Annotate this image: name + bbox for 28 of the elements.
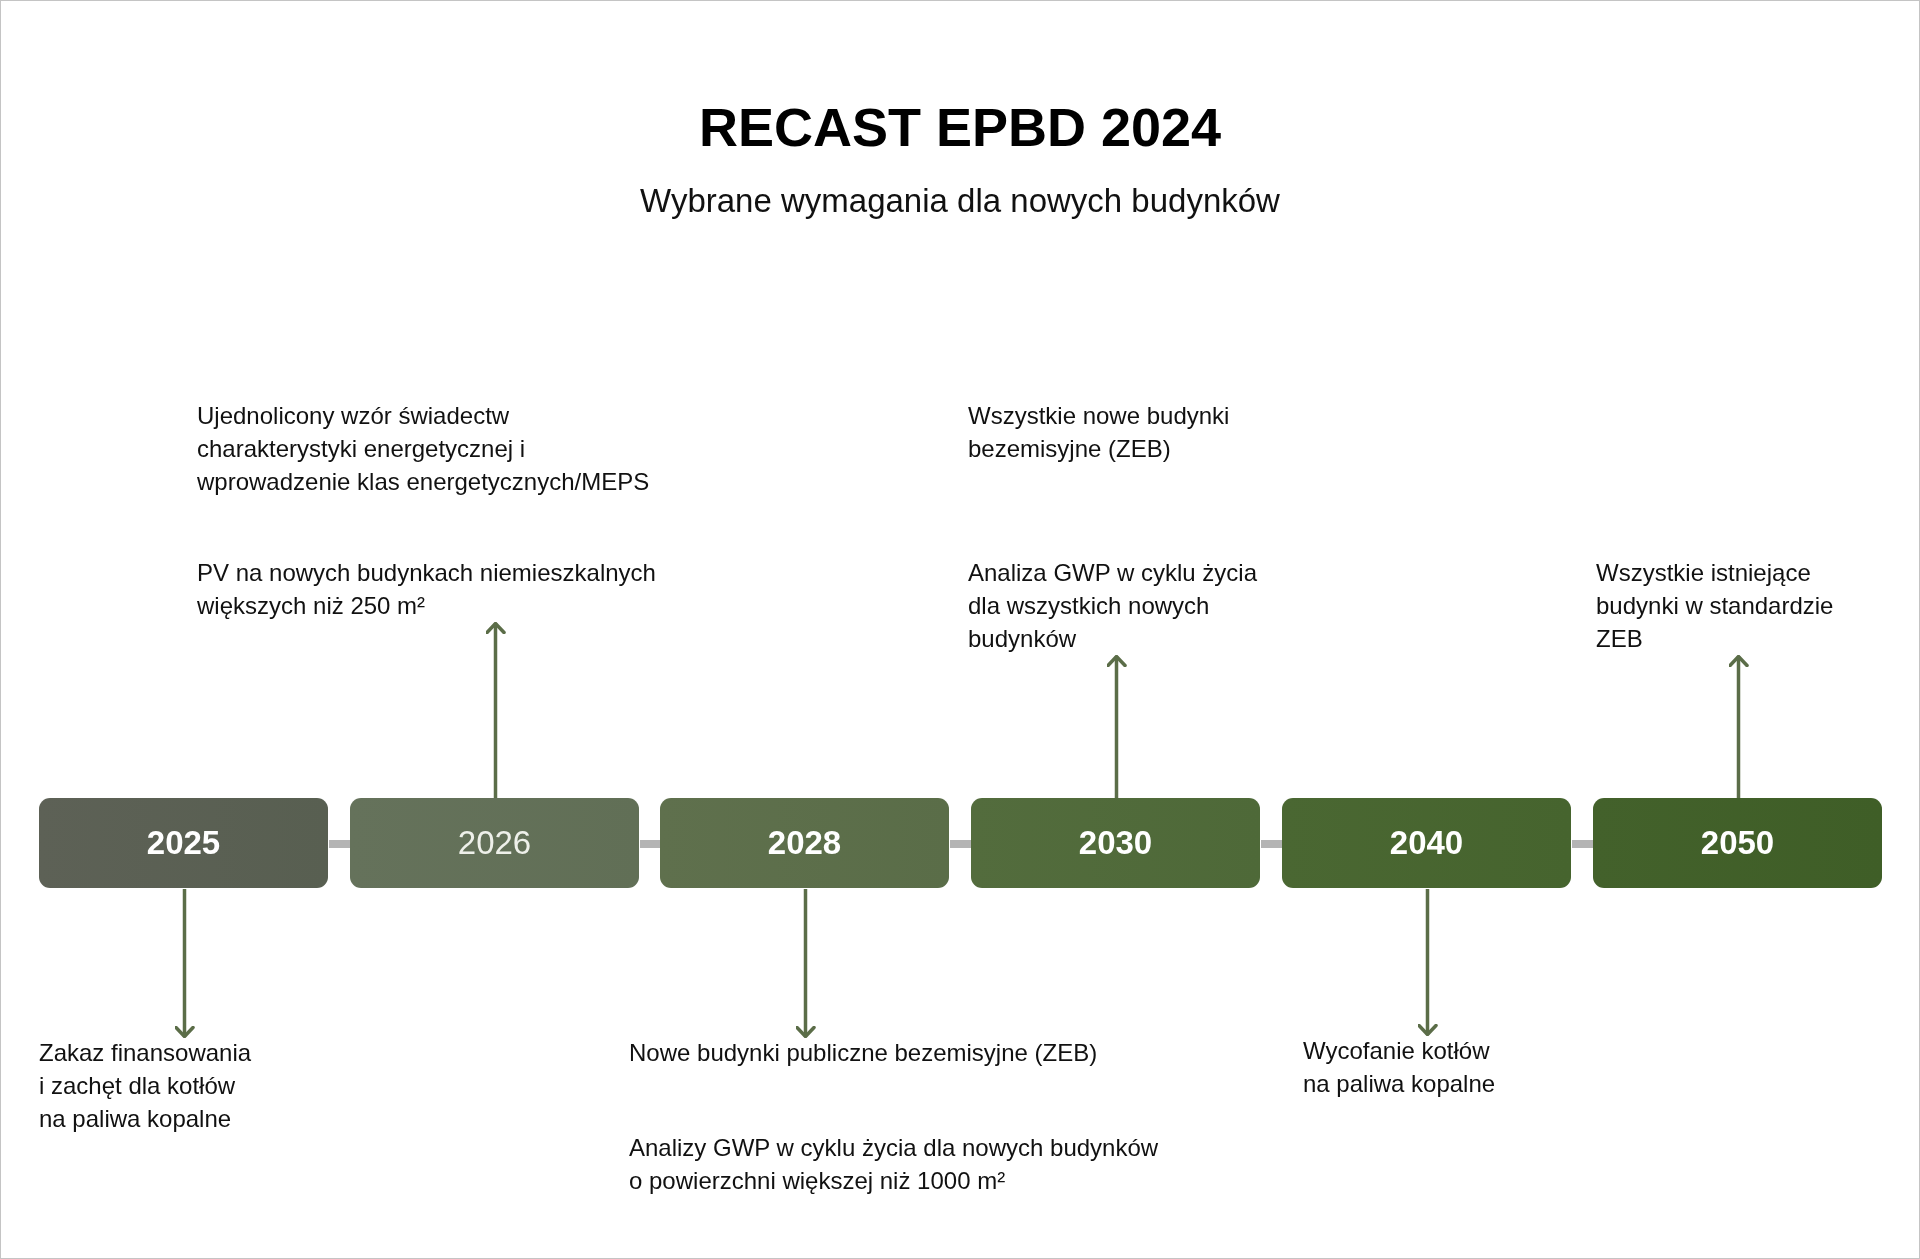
year-box: 2030 [971, 798, 1260, 888]
arrow [1106, 654, 1127, 799]
timeline-line [1261, 840, 1283, 848]
subtitle: Wybrane wymagania dla nowych budynków [640, 181, 1280, 221]
arrow [795, 889, 816, 1039]
timeline-line [950, 840, 972, 848]
arrow [1728, 654, 1749, 799]
arrow [485, 621, 506, 799]
title: RECAST EPBD 2024 [698, 97, 1222, 157]
timeline-line [640, 840, 661, 848]
year-box: 2050 [1593, 798, 1882, 888]
arrow [1417, 889, 1438, 1037]
milestone-text: Ujednolicony wzór świadectw charakterystyki energetycznej i wprowadzenie klas energetycznych/MEPS [197, 401, 651, 497]
milestone-text: Nowe budynki publiczne bezemisyjne (ZEB) [629, 1038, 1098, 1068]
year-box: 2040 [1282, 798, 1571, 888]
timeline-line [1572, 840, 1594, 848]
year-box: 2025 [39, 798, 328, 888]
arrow [174, 889, 195, 1039]
year-box: 2026 [350, 798, 639, 888]
milestone-text: Analizy GWP w cyklu życia dla nowych budynków o powierzchni większej niż 1000 m² [629, 1133, 1160, 1196]
milestone-text: Wszystkie nowe budynki bezemisyjne (ZEB) [968, 401, 1231, 464]
year-box: 2028 [660, 798, 949, 888]
milestone-text: Zakaz finansowania i zachęt dla kotłów na paliwa kopalne [39, 1038, 253, 1134]
milestone-text: Wszystkie istniejące budynki w standardzie ZEB [1596, 558, 1835, 654]
milestone-text: Wycofanie kotłów na paliwa kopalne [1303, 1036, 1497, 1099]
milestone-text: Analiza GWP w cyklu życia dla wszystkich nowych budynków [968, 558, 1258, 654]
milestone-text: PV na nowych budynkach niemieszkalnych większych niż 250 m² [197, 558, 657, 621]
timeline-line [329, 840, 351, 848]
